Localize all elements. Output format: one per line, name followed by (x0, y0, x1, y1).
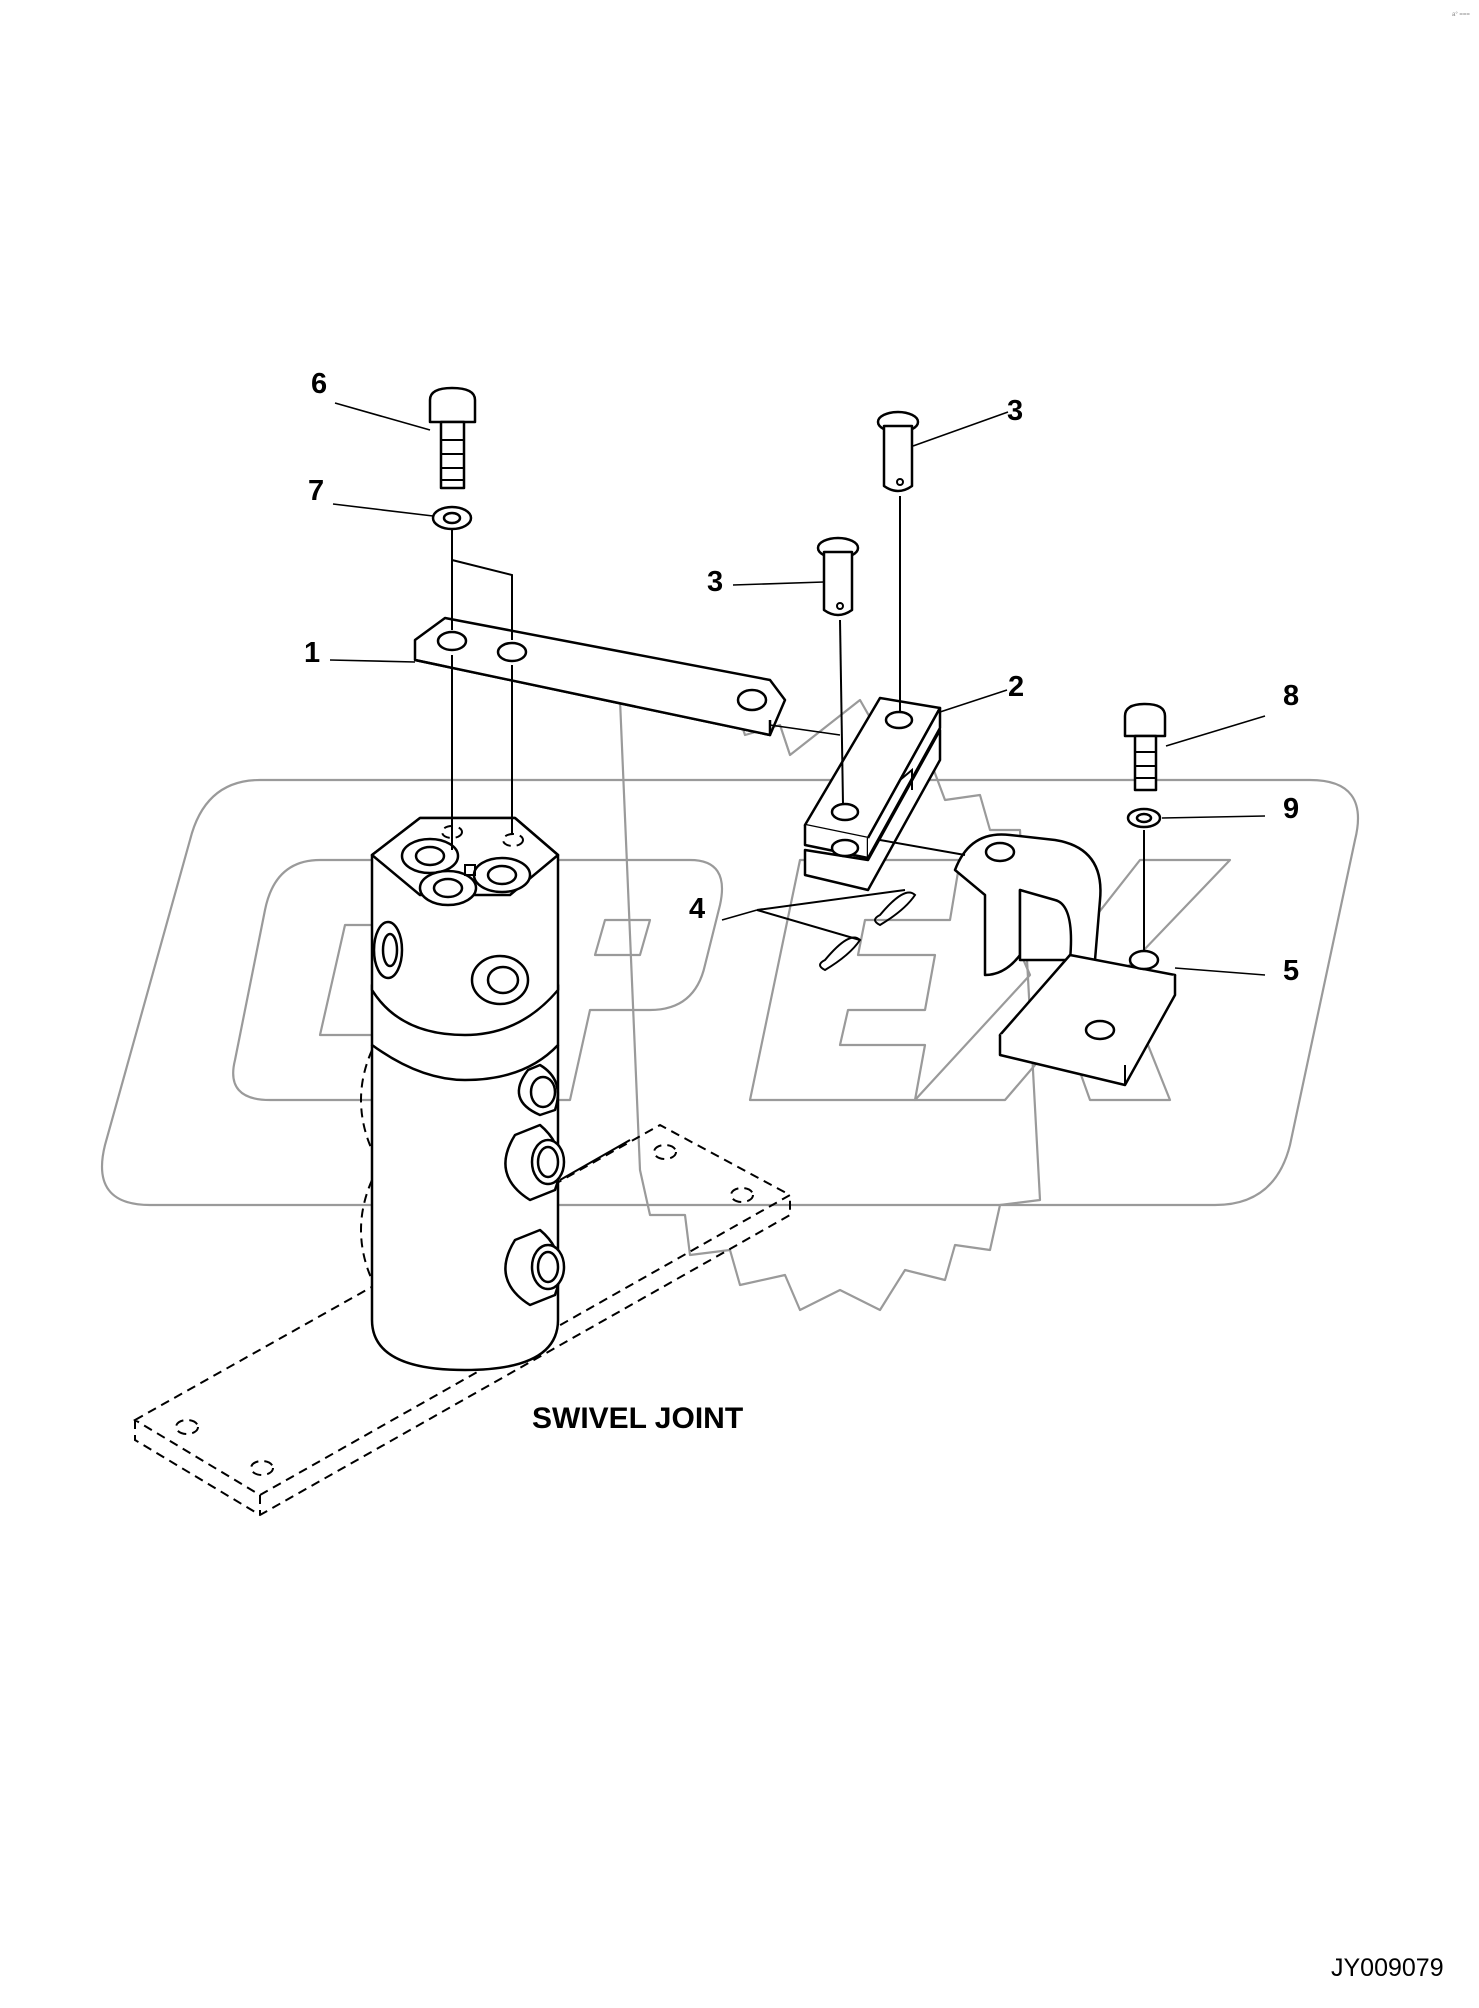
callouts: 6 7 1 3 3 2 8 9 4 5 (304, 368, 1299, 987)
mounting-plate (133, 1123, 793, 1517)
callout-3-upper: 3 (1007, 395, 1023, 427)
clevis-pin (876, 410, 920, 493)
callout-6: 6 (311, 368, 327, 400)
callout-2: 2 (1008, 671, 1024, 703)
assembly-lines (451, 496, 1145, 950)
washer (1126, 807, 1162, 829)
callout-3-lower: 3 (707, 566, 723, 598)
callout-8: 8 (1283, 680, 1299, 712)
leader-lines (329, 402, 1266, 976)
washer (431, 505, 473, 531)
corner-mark: a° === (1452, 12, 1470, 18)
callout-4: 4 (689, 893, 705, 925)
callout-9: 9 (1283, 793, 1299, 825)
callout-7: 7 (308, 475, 324, 507)
link-arm (413, 616, 787, 737)
clevis-pin (816, 536, 860, 617)
drawing-id: JY009079 (1331, 1954, 1444, 1982)
support-bracket (879, 833, 1177, 1087)
callout-5: 5 (1283, 955, 1299, 987)
bolt (428, 386, 477, 490)
r-clip (819, 891, 917, 972)
callout-1: 1 (304, 637, 320, 669)
diagram-caption: SWIVEL JOINT (532, 1402, 743, 1435)
bolt (1123, 702, 1167, 792)
clevis-bracket (803, 696, 942, 892)
swivel-joint-body (360, 816, 631, 1372)
